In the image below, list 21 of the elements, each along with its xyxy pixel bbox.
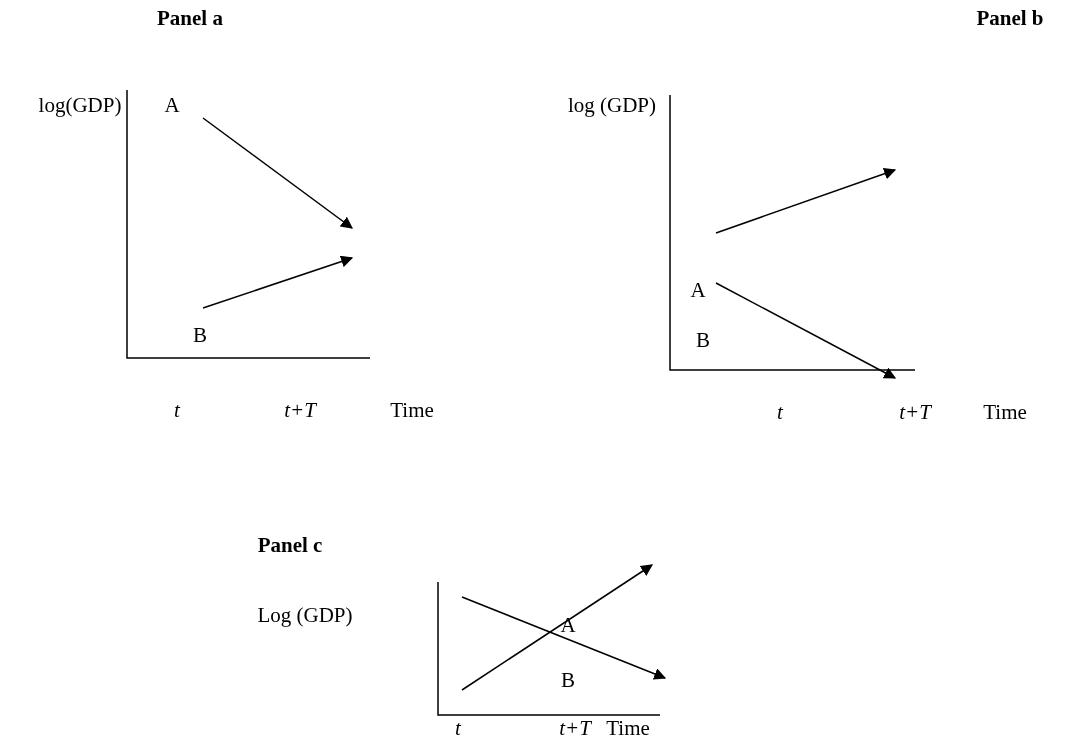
tick-label: t+T [559, 716, 591, 739]
axis-label: Log (GDP) [257, 603, 353, 627]
tick-label: t+T [284, 398, 316, 422]
axis-label: log (GDP) [567, 93, 657, 117]
axis-label: Time [390, 398, 434, 422]
curve-label: A [164, 93, 180, 117]
panel-title: Panel c [257, 533, 323, 557]
tick-label: t [174, 398, 180, 422]
curve-label: B [696, 328, 710, 352]
axis-label: log(GDP) [38, 93, 122, 117]
panel-title: Panel a [157, 6, 223, 30]
axis-label: Time [983, 400, 1027, 424]
curve-label: B [561, 668, 575, 692]
panel-title: Panel b [976, 6, 1044, 30]
axis-label: Time [606, 716, 650, 739]
tick-label: t [777, 400, 783, 424]
curve-label: A [690, 278, 706, 302]
curve-label: B [193, 323, 207, 347]
curve-label: A [560, 613, 576, 637]
tick-label: t [455, 716, 461, 739]
tick-label: t+T [899, 400, 931, 424]
